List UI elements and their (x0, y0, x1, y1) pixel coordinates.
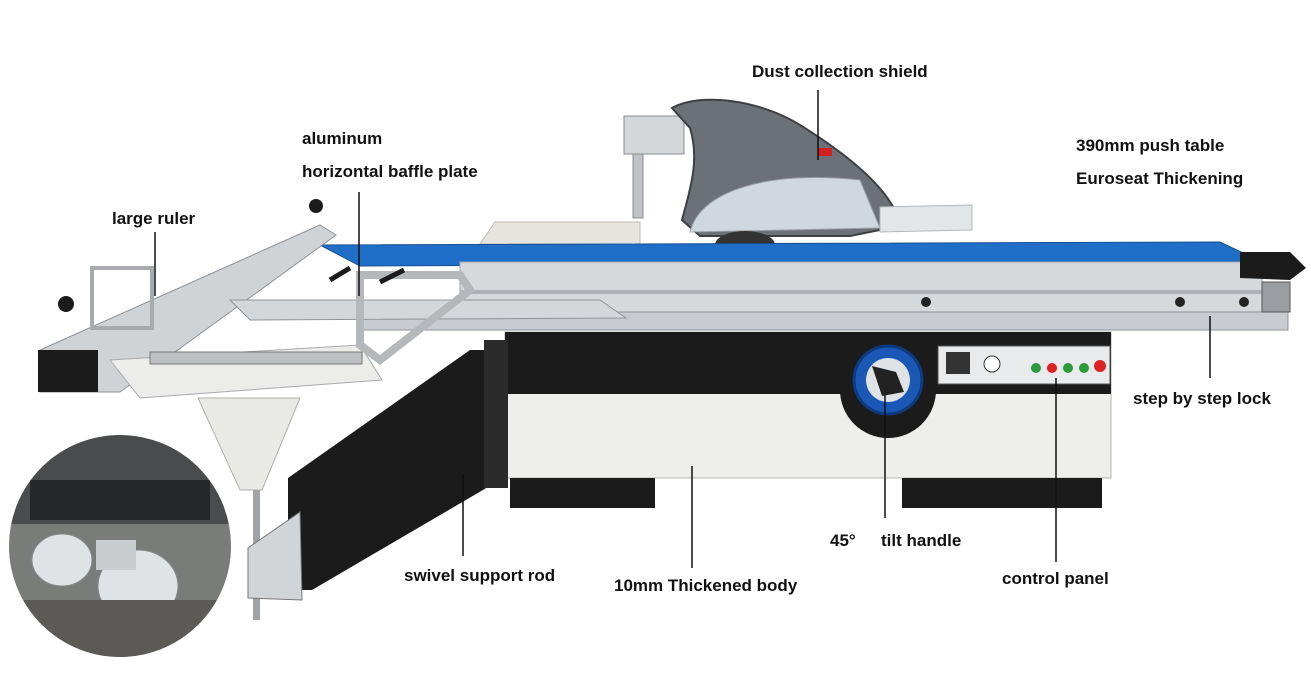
rip-fence (879, 204, 973, 233)
control-knob (983, 355, 1001, 373)
crosscut-frame-arm (228, 299, 628, 321)
label-tilt-angle: 45° (830, 531, 856, 550)
extension-arm-rail (247, 511, 303, 601)
clamp-knob (58, 296, 74, 312)
fence-knob (309, 199, 323, 213)
extension-arm (288, 350, 500, 590)
body-foot-left (510, 478, 655, 508)
control-button-red (1047, 363, 1057, 373)
control-button-green (1031, 363, 1041, 373)
label-control-panel: control panel (1002, 569, 1109, 588)
motor-inset (8, 434, 232, 658)
shield-transparent-cover (689, 177, 881, 233)
tilt-handle-lever (872, 366, 904, 396)
rail-end-cap (1240, 252, 1306, 280)
inset-border (7, 433, 233, 659)
arm-hinge (484, 340, 508, 488)
step-lock-block (1261, 281, 1291, 313)
label-large-ruler: large ruler (112, 209, 196, 228)
rail-bolt (921, 297, 931, 307)
ruler-clamp (90, 266, 154, 330)
label-aluminum: aluminum (302, 129, 383, 148)
lock-lever (328, 265, 352, 283)
label-swivel-support-rod: swivel support rod (404, 566, 556, 585)
rail-stripe (460, 290, 1262, 294)
body-foot-right (902, 478, 1102, 508)
label-step-lock: step by step lock (1133, 389, 1271, 408)
label-thickened-body: 10mm Thickened body (614, 576, 798, 595)
label-push-table: 390mm push table (1076, 136, 1225, 155)
rear-table (479, 221, 641, 245)
control-button-green (1079, 363, 1089, 373)
shield-bracket (623, 115, 685, 155)
control-button-green (1063, 363, 1073, 373)
shield-red-button (818, 148, 832, 156)
roller-bar (149, 351, 363, 365)
support-leg-funnel (197, 397, 301, 491)
label-horizontal-baffle-plate: horizontal baffle plate (302, 162, 478, 181)
control-display (946, 352, 970, 374)
label-dust-collection-shield: Dust collection shield (752, 62, 928, 81)
fence-end-block (38, 350, 98, 392)
emergency-stop (1094, 360, 1106, 372)
label-euroseat: Euroseat Thickening (1076, 169, 1244, 188)
rail-bolt (1239, 297, 1249, 307)
lock-lever (378, 267, 406, 285)
rail-bolt (1175, 297, 1185, 307)
label-tilt-handle: tilt handle (881, 531, 962, 550)
saw-blade (715, 231, 775, 245)
crosscut-frame-brace (356, 271, 476, 366)
